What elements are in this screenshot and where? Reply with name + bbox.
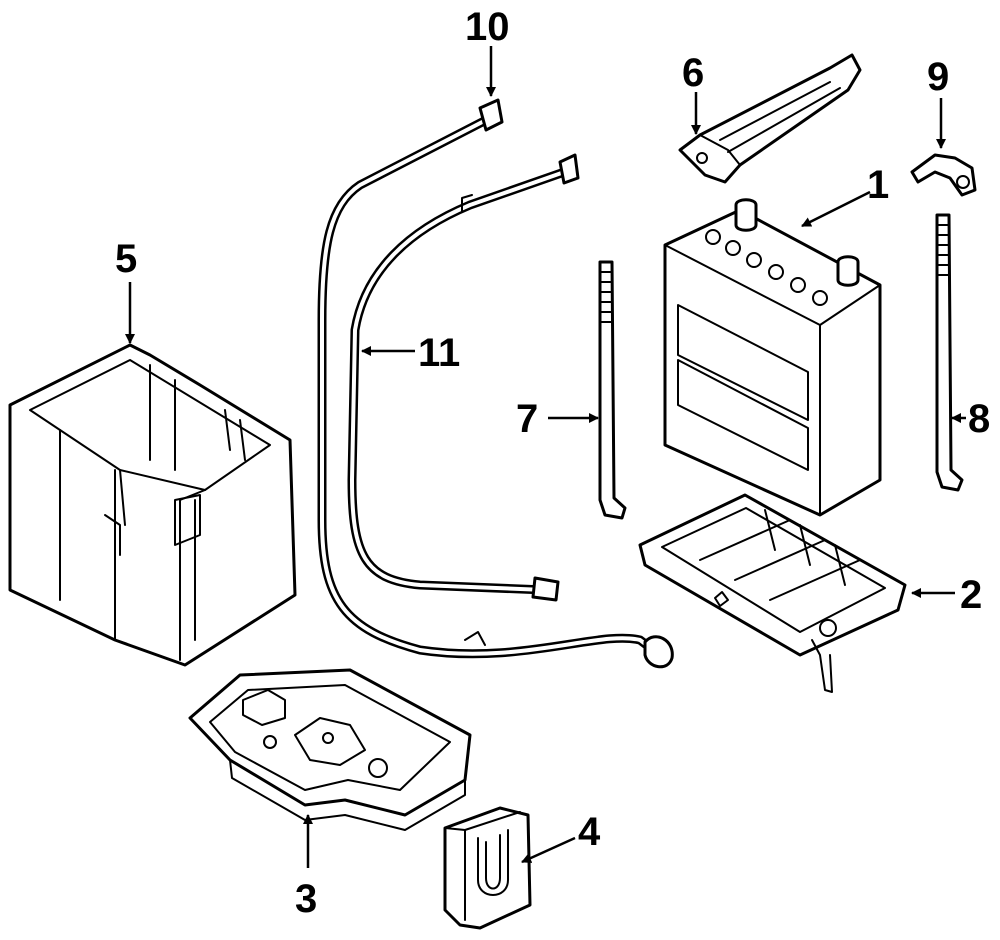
bolt-bracket — [910, 153, 977, 197]
callout-2: 2 — [960, 573, 982, 617]
callout-9: 9 — [927, 55, 949, 99]
callout-10: 10 — [465, 5, 510, 49]
tray-support — [188, 668, 472, 831]
callout-3: 3 — [295, 877, 317, 921]
clip — [443, 806, 532, 930]
callout-8: 8 — [968, 397, 990, 441]
battery-tray — [638, 493, 907, 693]
hold-down-bolt-right — [935, 213, 964, 492]
battery — [663, 198, 882, 517]
callout-labels: 1 2 3 4 5 6 7 8 9 10 11 — [115, 5, 990, 921]
callout-5: 5 — [115, 237, 137, 281]
leader-lines — [125, 46, 966, 868]
callout-1: 1 — [867, 163, 889, 207]
hold-down-clamp — [678, 53, 862, 184]
leader-4 — [521, 836, 576, 864]
insulator-box — [8, 343, 297, 667]
callout-6: 6 — [682, 51, 704, 95]
leader-1 — [801, 190, 871, 228]
callout-7: 7 — [516, 397, 538, 441]
battery-cables — [317, 98, 674, 669]
hold-down-bolt-left — [598, 260, 627, 520]
callout-11: 11 — [418, 331, 460, 375]
callout-4: 4 — [578, 810, 601, 854]
